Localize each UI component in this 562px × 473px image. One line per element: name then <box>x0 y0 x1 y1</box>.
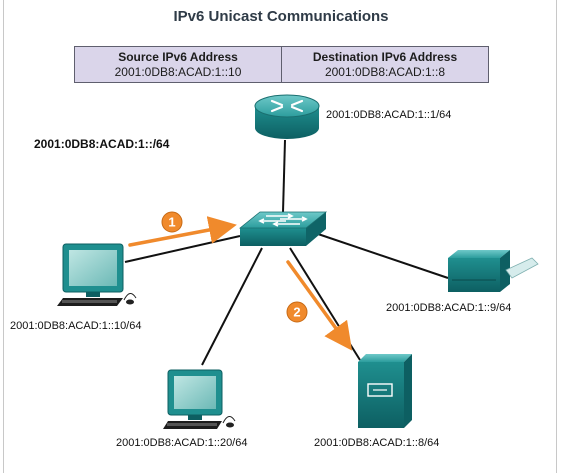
router-address-label: 2001:0DB8:ACAD:1::1/64 <box>326 109 452 121</box>
router-icon <box>254 94 320 139</box>
pc-left-icon <box>57 243 137 306</box>
step-2-label: 2 <box>293 305 300 320</box>
printer-address-label: 2001:0DB8:ACAD:1::9/64 <box>386 302 512 314</box>
left-edge-stripe <box>3 0 4 473</box>
destination-address-header: Destination IPv6 Address <box>312 50 458 64</box>
diagram-title: IPv6 Unicast Communications <box>173 8 389 25</box>
source-address-value: 2001:0DB8:ACAD:1::10 <box>114 65 242 79</box>
step-2-badge: 2 <box>286 301 308 323</box>
arrow-switch-to-server <box>286 260 353 351</box>
right-edge-stripe <box>556 0 557 473</box>
step-1-badge: 1 <box>161 211 183 233</box>
server-address-label: 2001:0DB8:ACAD:1::8/64 <box>314 437 440 449</box>
packet-address-table: Source IPv6 Address 2001:0DB8:ACAD:1::10… <box>74 46 489 83</box>
server-icon <box>358 354 412 428</box>
cable-pc-bottom-switch <box>201 247 263 366</box>
cable-pc-left-switch <box>124 235 241 263</box>
flow-arrows <box>128 216 353 351</box>
cable-router-switch <box>282 139 286 213</box>
cable-printer-switch <box>317 233 449 279</box>
printer-icon <box>448 250 539 292</box>
pc-bottom-icon <box>163 369 236 429</box>
switch-icon <box>238 211 328 246</box>
pc-bottom-address-label: 2001:0DB8:ACAD:1::20/64 <box>116 437 248 449</box>
source-address-cell: Source IPv6 Address 2001:0DB8:ACAD:1::10 <box>75 47 281 82</box>
step-1-label: 1 <box>168 215 175 230</box>
destination-address-cell: Destination IPv6 Address 2001:0DB8:ACAD:… <box>281 47 488 82</box>
source-address-header: Source IPv6 Address <box>118 50 238 64</box>
destination-address-value: 2001:0DB8:ACAD:1::8 <box>324 65 446 79</box>
arrow-pc-to-switch <box>128 216 237 247</box>
pc-left-address-label: 2001:0DB8:ACAD:1::10/64 <box>10 320 142 332</box>
cables <box>124 139 449 366</box>
network-prefix-label: 2001:0DB8:ACAD:1::/64 <box>34 137 170 151</box>
